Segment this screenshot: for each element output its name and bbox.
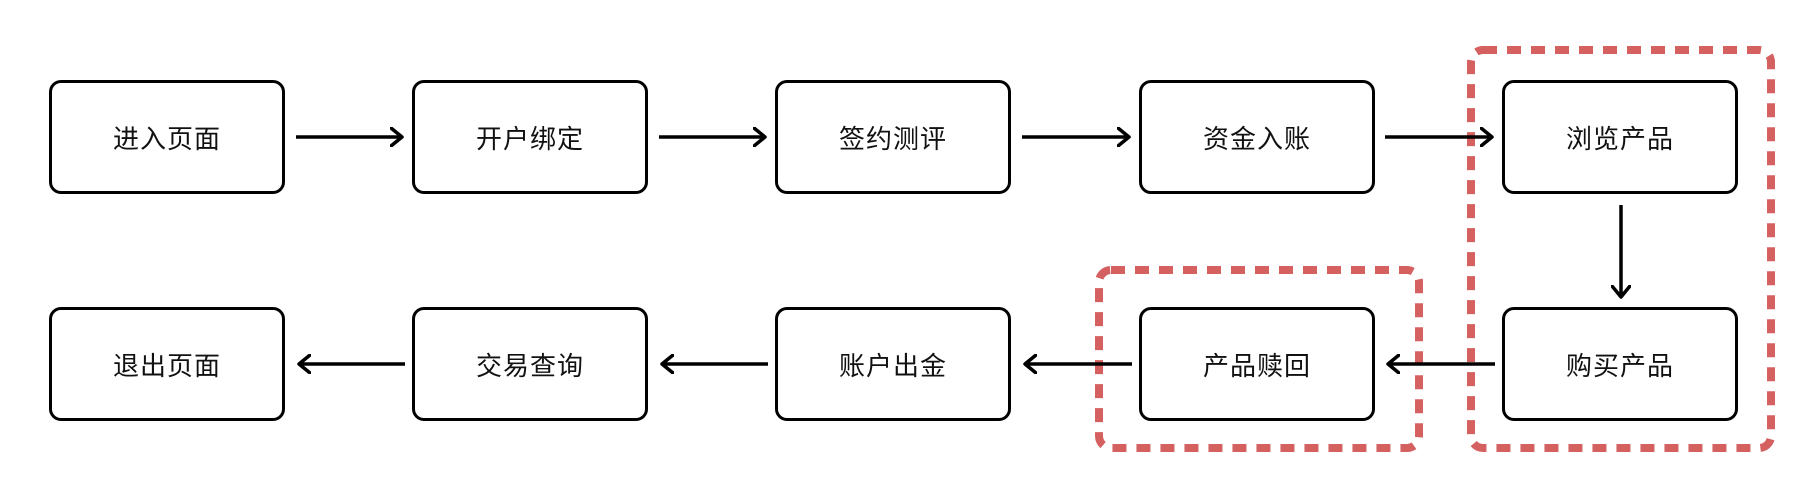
node-exit-page: 退出页面 <box>49 307 285 421</box>
node-label: 资金入账 <box>1202 124 1311 155</box>
node-buy-products: 购买产品 <box>1502 307 1738 421</box>
highlight-box-browse-buy <box>1467 46 1775 452</box>
node-sign-assess: 签约测评 <box>775 80 1011 194</box>
node-browse-products: 浏览产品 <box>1502 80 1738 194</box>
node-label: 浏览产品 <box>1565 124 1674 155</box>
node-deposit: 资金入账 <box>1139 80 1375 194</box>
node-account-withdraw: 账户出金 <box>775 307 1011 421</box>
highlight-box-redeem <box>1095 266 1423 452</box>
node-label: 交易查询 <box>475 351 584 382</box>
node-transaction-query: 交易查询 <box>412 307 648 421</box>
node-label: 签约测评 <box>838 124 947 155</box>
node-enter-page: 进入页面 <box>49 80 285 194</box>
node-label: 产品赎回 <box>1202 351 1311 382</box>
node-open-account: 开户绑定 <box>412 80 648 194</box>
node-label: 开户绑定 <box>475 124 584 155</box>
node-label: 退出页面 <box>112 351 221 382</box>
node-label: 购买产品 <box>1565 351 1674 382</box>
node-label: 账户出金 <box>838 351 947 382</box>
node-label: 进入页面 <box>112 124 221 155</box>
node-product-redeem: 产品赎回 <box>1139 307 1375 421</box>
